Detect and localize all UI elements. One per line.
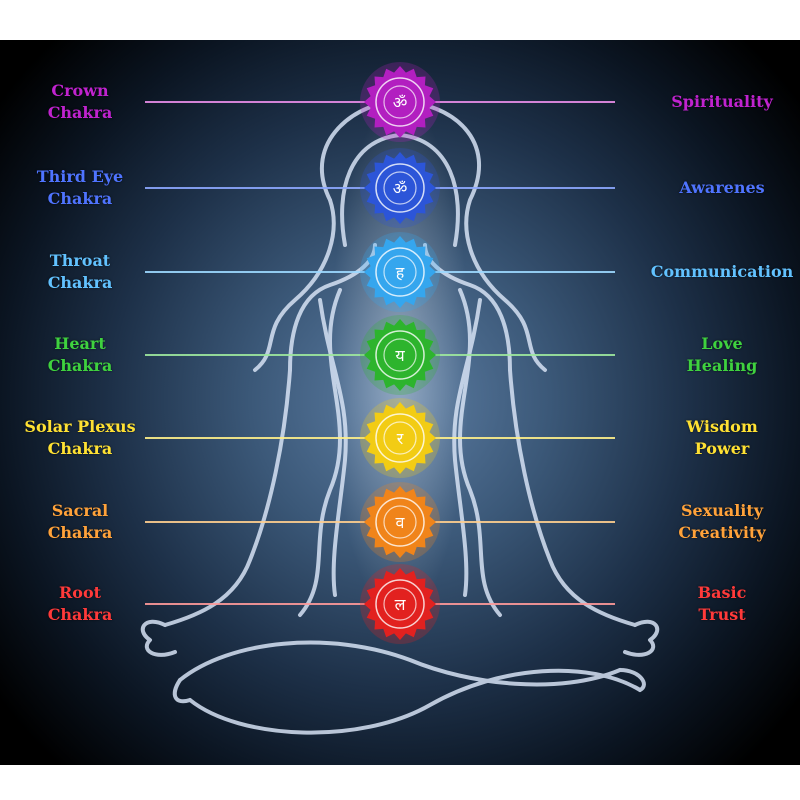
chakra-meaning-line1: Spirituality <box>671 92 773 111</box>
chakra-name-line2: Chakra <box>47 523 113 542</box>
heart-chakra-icon: य <box>360 315 440 395</box>
chakra-meaning-line1: Love <box>701 334 743 353</box>
chakra-meaning-line2: Healing <box>686 356 758 375</box>
chakra-name-line2: Chakra <box>47 439 113 458</box>
chakra-name-line2: Chakra <box>47 356 113 375</box>
chakra-name-line2: Chakra <box>47 189 113 208</box>
silhouette-outline <box>140 99 660 735</box>
chakra-symbol: ल <box>395 595 407 614</box>
chakra-name-line1: Third Eye <box>36 167 124 186</box>
chakra-name-line1: Solar Plexus <box>24 417 136 436</box>
chakra-name-line2: Chakra <box>47 273 113 292</box>
chakra-meaning-line1: Communication <box>650 262 794 281</box>
solar-plexus-chakra-icon: र <box>360 398 440 478</box>
chakra-symbol: ॐ <box>393 179 408 198</box>
chakra-name-line2: Chakra <box>47 605 113 624</box>
chakra-meaning-label: Awarenes <box>679 177 764 199</box>
root-chakra-icon: ल <box>360 564 440 644</box>
chakra-meaning-line1: Awarenes <box>679 178 765 197</box>
throat-chakra-icon: ह <box>360 232 440 312</box>
third-eye-chakra-icon: ॐ <box>360 148 440 228</box>
sacral-chakra-icon: व <box>360 482 440 562</box>
chakra-symbol: य <box>395 346 405 365</box>
meditating-figure-diagram: ॐ ॐ ह य र व ल <box>140 62 660 735</box>
chakra-meaning-line2: Trust <box>698 605 746 624</box>
chakra-name-line1: Crown <box>51 81 109 100</box>
chakra-meaning-line1: Wisdom <box>686 417 758 436</box>
chakra-meaning-line1: Sexuality <box>680 501 764 520</box>
chakra-name-line2: Chakra <box>47 103 113 122</box>
chakra-meaning-line2: Power <box>694 439 750 458</box>
chakra-name-line1: Sacral <box>51 501 109 520</box>
chakra-name-line1: Heart <box>54 334 106 353</box>
chakra-symbol: ह <box>396 263 405 282</box>
chakra-name-line1: Throat <box>49 251 111 270</box>
chakra-name-line1: Root <box>58 583 102 602</box>
chakra-symbol: व <box>396 513 406 532</box>
chakra-symbol: ॐ <box>393 93 408 112</box>
chakra-meaning-label: Communication <box>651 261 794 283</box>
crown-chakra-om-icon: ॐ <box>360 62 440 142</box>
chakra-symbol: र <box>397 429 404 448</box>
chakra-meaning-line2: Creativity <box>678 523 766 542</box>
chakra-meaning-label: Spirituality <box>671 91 773 113</box>
chakra-meaning-line1: Basic <box>697 583 747 602</box>
